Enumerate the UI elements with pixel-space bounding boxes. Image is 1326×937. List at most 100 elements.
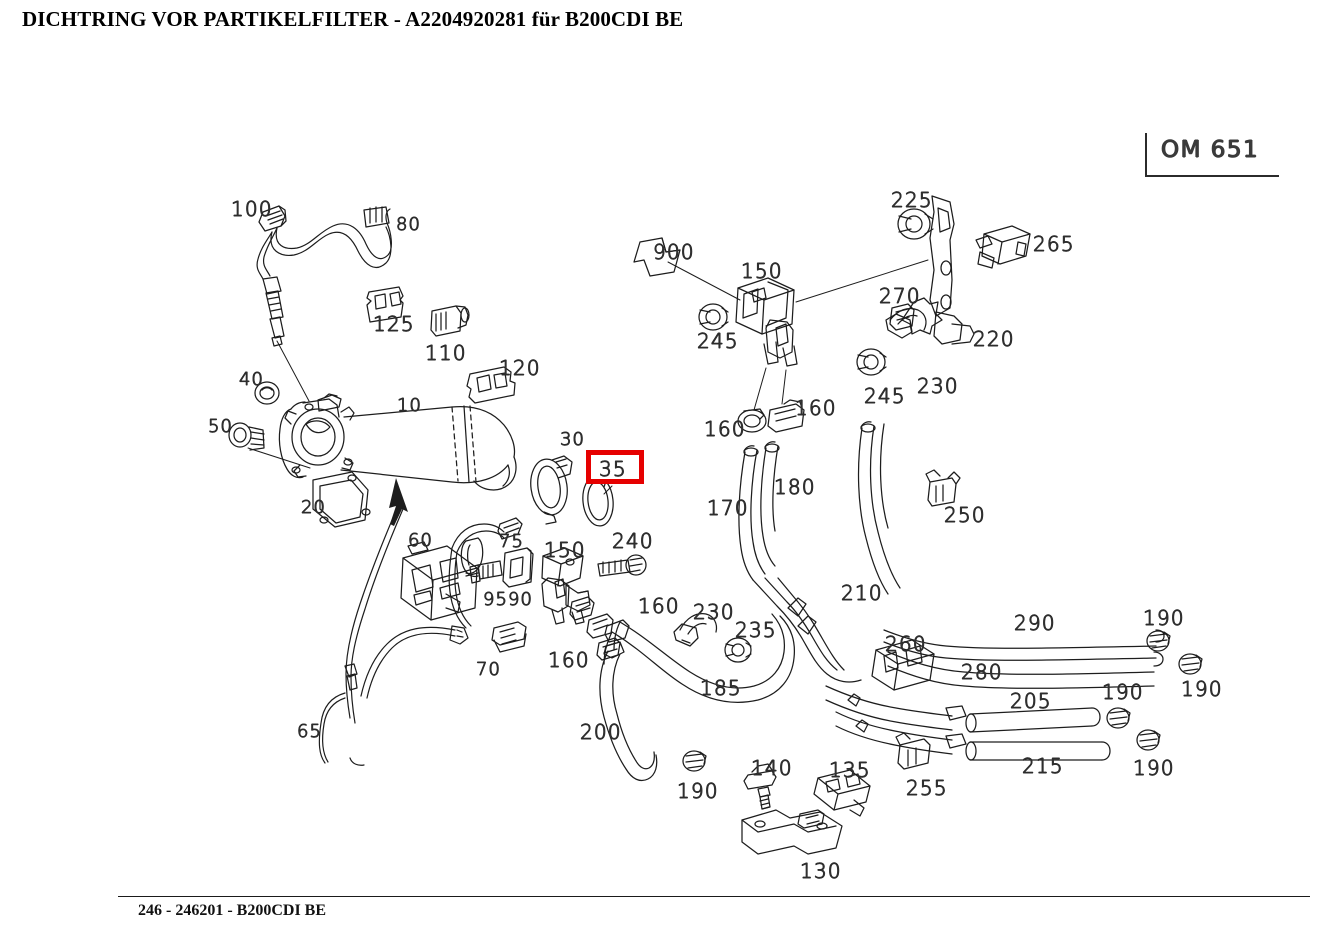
leader-160-b [781,369,787,405]
callout-190: 190 [1102,680,1144,704]
callout-110: 110 [425,341,467,365]
leader-50 [247,447,311,469]
oxygen-sensor-cable [256,208,392,280]
part-200-hose [599,641,658,782]
part-60-egr-cooler [400,541,478,621]
callout-215: 215 [1022,754,1064,778]
callout-160: 160 [704,417,746,441]
part-160-clamp-c [596,637,621,661]
callout-180: 180 [774,475,816,499]
callout-10: 10 [397,395,422,416]
part-70-bracket [491,621,527,653]
callout-260: 260 [885,632,927,656]
part-245-grommet-lower [856,348,887,376]
part-190-clamp-4 [1136,729,1161,751]
leader-35 [603,485,613,495]
leader-sensor-to-manifold [276,340,310,402]
part-245-grommet-upper [698,303,729,331]
callout-220: 220 [973,327,1015,351]
callout-190: 190 [1181,677,1223,701]
part-95-bolt [469,560,503,584]
part-130-mounting-bracket [741,809,843,855]
page-title: DICHTRING VOR PARTIKELFILTER - A22049202… [22,7,684,31]
part-110-sensor [430,305,470,337]
callout-270: 270 [879,284,921,308]
engine-code-label: OM 651 [1161,137,1260,163]
callout-135: 135 [829,758,871,782]
part-65-line-lower [318,692,346,764]
part-75-clamp [460,537,484,578]
part-190-clamp-5 [682,750,707,772]
leader-160-a [753,367,767,411]
callout-205: 205 [1010,689,1052,713]
part-190-clamp-2 [1178,653,1203,675]
engine-code-bracket: OM 651 [1145,133,1279,177]
right-tall-hose [857,421,901,595]
part-255-clip [895,732,931,770]
callout-75: 75 [499,531,524,552]
callout-245: 245 [697,329,739,353]
part-190-clamp-1 [1146,630,1171,652]
callout-255: 255 [906,776,948,800]
vacuum-hose-left [360,625,469,699]
callout-225: 225 [891,188,933,212]
part-220-bracket [929,195,975,345]
footer-divider [118,896,1310,897]
part-225-grommet [897,208,934,240]
callout-210: 210 [841,581,883,605]
callout-30: 30 [560,429,585,450]
part-230-upper-clip [885,307,927,339]
highlighted-part-box[interactable]: 35 [586,450,644,484]
callout-130: 130 [800,859,842,883]
part-65-vacuum-line [345,505,404,766]
callout-185: 185 [700,676,742,700]
part-250-clip [925,469,961,507]
part-150-upper-module [735,277,798,367]
callout-95: 95 [483,589,508,610]
callout-20: 20 [301,497,326,518]
callout-40: 40 [239,369,264,390]
callout-70: 70 [476,659,501,680]
callout-160: 160 [638,594,680,618]
callout-80: 80 [396,214,421,235]
callout-190: 190 [677,779,719,803]
callout-60: 60 [408,530,433,551]
callout-150: 150 [544,538,586,562]
callout-250: 250 [944,503,986,527]
lower-right-dual-pipe [825,685,967,755]
part-80-connector [363,206,390,228]
callout-140: 140 [751,756,793,780]
title-bar: DICHTRING VOR PARTIKELFILTER - A22049202… [22,6,1302,36]
callout-190: 190 [1143,606,1185,630]
callout-100: 100 [231,197,273,221]
callout-90: 90 [508,589,533,610]
callout-235: 235 [735,618,777,642]
callout-50: 50 [208,416,233,437]
leader-900 [667,261,741,301]
callout-240: 240 [612,529,654,553]
footer-caption: 246 - 246201 - B200CDI BE [138,902,327,919]
callout-150: 150 [741,259,783,283]
callout-290: 290 [1014,611,1056,635]
callout-280: 280 [961,660,1003,684]
part-240-screw [597,554,647,577]
part-30-v-band-clamp [530,455,573,525]
callout-65: 65 [297,721,322,742]
callout-200: 200 [580,720,622,744]
callout-160: 160 [795,396,837,420]
part-50-plug [228,422,265,451]
callout-245: 245 [864,384,906,408]
part-160-clamp-a [569,596,595,621]
part-65-clip [344,663,358,691]
callout-230: 230 [693,600,735,624]
callout-160: 160 [548,648,590,672]
oxygen-sensor-probe [262,276,285,347]
part-190-clamp-3 [1106,707,1131,729]
part-160-clamp-b [586,613,614,639]
highlighted-part-number: 35 [599,457,627,481]
callout-125: 125 [373,312,415,336]
assembly-arrow-to-pipe [389,478,408,526]
callout-265: 265 [1033,232,1075,256]
